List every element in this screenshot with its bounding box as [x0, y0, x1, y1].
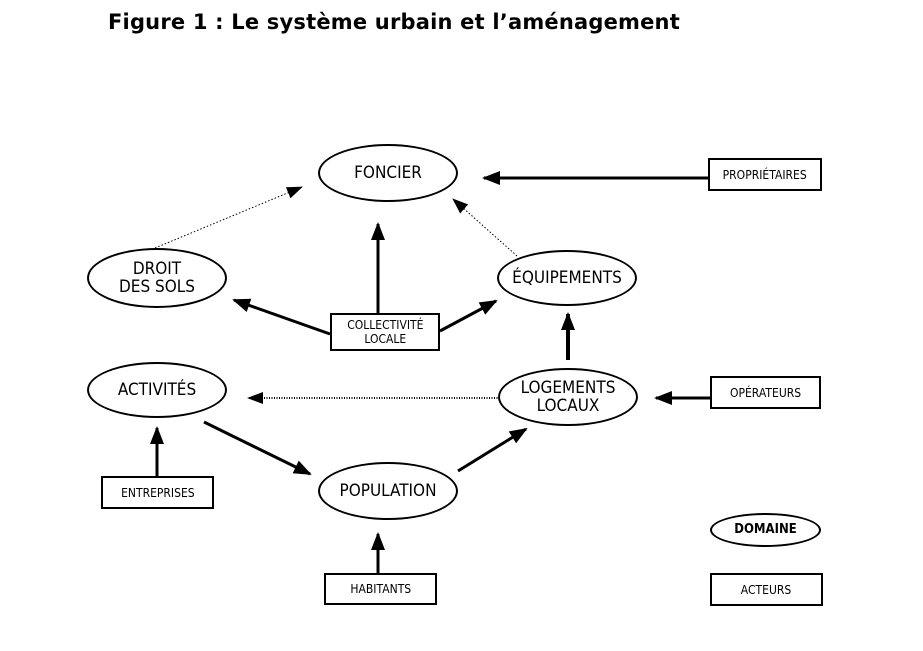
arrow-population-logements	[457, 427, 528, 473]
legend-acteurs: ACTEURS	[710, 573, 823, 606]
domain-droit-label-line2: DES SOLS	[119, 277, 195, 297]
domain-foncier-label: FONCIER	[354, 163, 422, 183]
legend-domaine-label: DOMAINE	[734, 522, 797, 537]
domain-population-label: POPULATION	[339, 481, 437, 501]
domain-foncier: FONCIER	[318, 144, 458, 202]
arrow-collectivite-equipements	[439, 299, 498, 333]
domain-population: POPULATION	[318, 462, 458, 520]
domain-logements-label-line2: LOCAUX	[536, 396, 600, 416]
actor-operateurs-label: OPÉRATEURS	[729, 385, 802, 400]
actor-collectivite-locale: COLLECTIVITÉ LOCALE	[330, 313, 440, 351]
domain-droit-label-line1: DROIT	[132, 259, 182, 279]
actor-operateurs: OPÉRATEURS	[710, 376, 821, 409]
domain-equipements-label: ÉQUIPEMENTS	[512, 268, 622, 288]
actor-collectivite-label-line1: COLLECTIVITÉ	[346, 318, 424, 332]
actor-proprietaires: PROPRIÉTAIRES	[708, 158, 822, 191]
figure-title: Figure 1 : Le système urbain et l’aménag…	[108, 10, 680, 34]
actor-collectivite-label-line2: LOCALE	[364, 332, 406, 346]
arrow-activites-population	[203, 420, 312, 476]
domain-logements-label-line1: LOGEMENTS	[520, 378, 616, 398]
actor-entreprises-label: ENTREPRISES	[120, 485, 195, 500]
legend-domaine: DOMAINE	[710, 513, 821, 547]
legend-acteurs-label: ACTEURS	[741, 582, 792, 597]
domain-activites-label: ACTIVITÉS	[117, 380, 197, 400]
domain-equipements: ÉQUIPEMENTS	[497, 250, 637, 306]
domain-droit-des-sols: DROIT DES SOLS	[87, 248, 227, 308]
arrow-droit-foncier	[154, 186, 303, 249]
domain-activites: ACTIVITÉS	[87, 362, 227, 418]
actor-proprietaires-label: PROPRIÉTAIRES	[722, 167, 808, 182]
actor-habitants-label: HABITANTS	[350, 582, 411, 596]
actor-entreprises: ENTREPRISES	[101, 476, 214, 509]
actor-habitants: HABITANTS	[324, 573, 437, 605]
domain-logements-locaux: LOGEMENTS LOCAUX	[498, 368, 638, 426]
arrow-collectivite-droit	[232, 298, 331, 336]
arrow-equipements-foncier	[452, 198, 518, 257]
